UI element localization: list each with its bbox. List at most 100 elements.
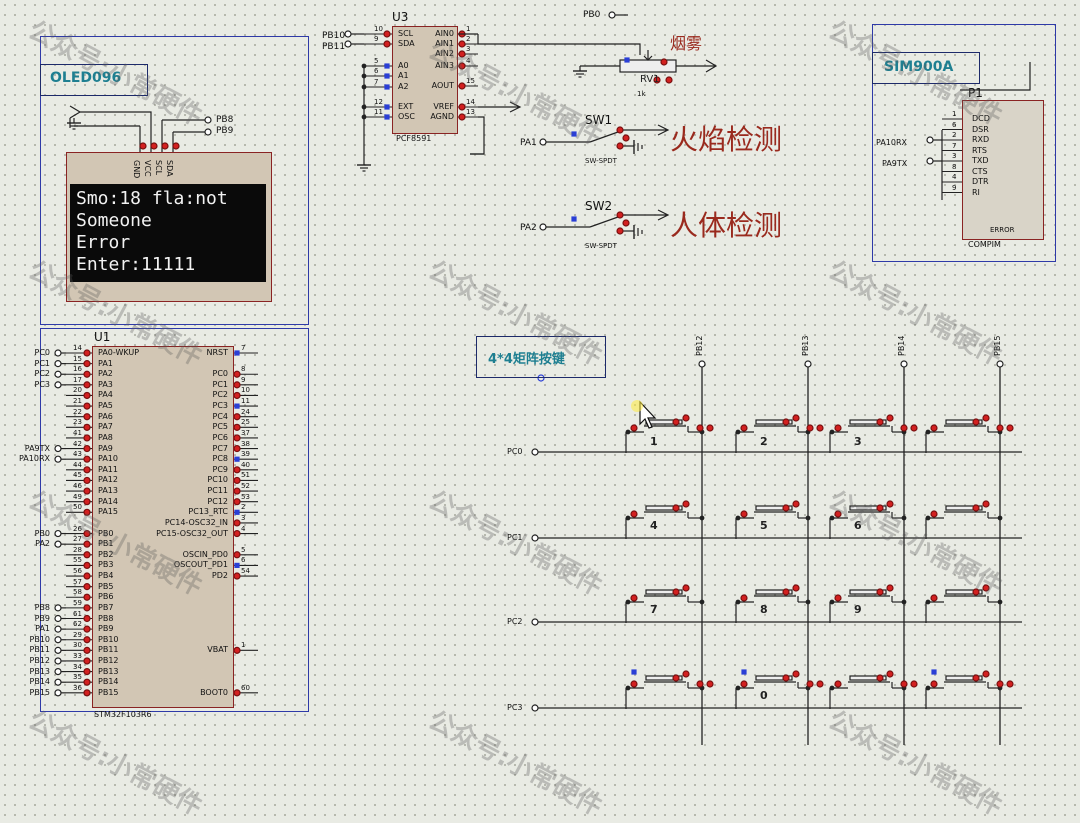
pin-state-dot [682, 500, 690, 508]
pin-state-dot [616, 227, 624, 235]
mcu-left-pin-number: 45 [73, 471, 82, 480]
pin-state-dot [83, 381, 91, 389]
gsm-signal-label: CTS [972, 166, 988, 176]
mcu-left-pin-number: 28 [73, 545, 82, 554]
pin-state-dot [706, 680, 714, 688]
junction [361, 84, 367, 90]
flame-switch-ref: SW1 [585, 113, 613, 127]
smoke-ref: RV1 [640, 74, 660, 85]
pin-state-dot [83, 604, 91, 612]
pin-state-dot [233, 413, 241, 421]
junction [699, 599, 705, 605]
mcu-right-pin-label: PC7 [212, 443, 229, 453]
pin-state-dot [383, 30, 391, 38]
gsm-error: ERROR [990, 226, 1015, 234]
pin-state-dot [458, 103, 466, 111]
mcu-part: STM32F103R6 [94, 710, 152, 719]
mcu-left-pin-number: 27 [73, 535, 82, 544]
mcu-right-pin-number: 51 [241, 471, 250, 480]
pin-state-dot [930, 510, 938, 518]
pin-state-dot [83, 476, 91, 485]
pcf-right-pin-number: 2 [466, 35, 471, 43]
flame-switch-type: SW-SPDT [585, 157, 617, 165]
pin-state-dot [83, 391, 91, 400]
junction [361, 114, 367, 120]
pin-state-dot [972, 504, 980, 512]
smoke-value: 1k [637, 90, 646, 98]
pin-state-blue [384, 73, 390, 79]
mcu-left-pin-label: PA3 [98, 379, 113, 389]
pin-state-dot [233, 466, 241, 474]
keypad-title-box [476, 336, 606, 378]
mcu-left-pin-number: 21 [73, 397, 82, 406]
mcu-left-pin-number: 22 [73, 407, 82, 416]
mcu-right-pin-number: 3 [241, 513, 246, 522]
pin-state-dot [706, 424, 714, 432]
pin-state-dot [782, 504, 790, 512]
key-button-cap [945, 505, 983, 511]
junction [829, 685, 835, 691]
mcu-left-pin-label: PB13 [98, 666, 119, 676]
pin-state-dot [83, 551, 91, 559]
mcu-net-label: PB8 [34, 602, 50, 612]
oled-vcc-arrow [69, 105, 81, 119]
pin-state-dot [886, 584, 894, 592]
mcu-left-pin-label: PA7 [98, 422, 113, 432]
gsm-title-box [872, 52, 980, 84]
pin-state-dot [616, 126, 624, 134]
mcu-net-label: PB0 [34, 528, 50, 538]
key-button-cap [645, 589, 683, 595]
pin-state-dot [816, 424, 824, 432]
gsm-compim-body[interactable] [962, 100, 1044, 240]
mcu-chip-body[interactable] [92, 346, 234, 708]
pin-state-dot [383, 40, 391, 48]
mcu-left-pin-number: 57 [73, 577, 82, 586]
terminal [608, 11, 616, 19]
mcu-left-pin-label: PA9 [98, 443, 113, 453]
gsm-module-frame[interactable] [872, 24, 1056, 262]
flame-detect-label: 火焰检测 [670, 123, 783, 156]
oled-line-4: Enter:11111 [76, 254, 196, 275]
mcu-right-pin-label: PC10 [207, 475, 228, 485]
mcu-frame[interactable] [40, 328, 309, 712]
key-button-cap [755, 675, 793, 681]
mcu-left-pin-number: 49 [73, 492, 82, 501]
mcu-right-pin-label: PC13_RTC [188, 507, 228, 517]
keypad-title: 4*4矩阵按键 [488, 352, 565, 367]
pcf-ref: U3 [392, 10, 409, 24]
mcu-net-label: PB11 [29, 645, 51, 655]
junction [925, 515, 931, 521]
pin-state-blue [234, 509, 240, 515]
mcu-right-pin-label: PC4 [212, 411, 229, 421]
oled-module-frame[interactable] [40, 36, 309, 325]
terminal [204, 116, 212, 124]
pcf-left-pin-number: 12 [374, 98, 383, 106]
gsm-pin-number: 4 [952, 173, 957, 181]
pin-state-dot [834, 424, 842, 432]
pin-state-dot [83, 572, 91, 580]
mcu-left-pin-label: PB12 [98, 655, 119, 665]
pin-state-dot [876, 504, 884, 512]
pin-state-dot [1006, 680, 1014, 688]
gsm-title: SIM900A [884, 59, 954, 75]
pin-state-dot [834, 680, 842, 688]
terminal [539, 138, 547, 146]
pin-state-dot [740, 680, 748, 688]
mcu-right-pin-number: 25 [241, 418, 250, 427]
pin-state-dot [83, 614, 91, 623]
mcu-right-pin-number: 9 [241, 375, 246, 384]
pin-state-dot [740, 594, 748, 602]
pin-state-dot [876, 674, 884, 682]
pin-state-dot [792, 500, 800, 508]
pcf-vref-arrow [478, 101, 522, 113]
mcu-left-pin-number: 56 [73, 567, 82, 576]
mcu-left-pin-number: 33 [73, 651, 82, 660]
pin-state-dot [630, 424, 638, 432]
mcu-left-pin-label: PA5 [98, 401, 113, 411]
pin-state-dot [83, 466, 91, 474]
pcf-chip-body[interactable] [392, 26, 458, 134]
pcf-right-pin-label: AIN0 [435, 29, 454, 38]
keypad-key-label: 9 [854, 603, 862, 616]
mcu-right-pin-number: 7 [241, 344, 246, 352]
mcu-net-label: PA9TX [24, 443, 50, 453]
